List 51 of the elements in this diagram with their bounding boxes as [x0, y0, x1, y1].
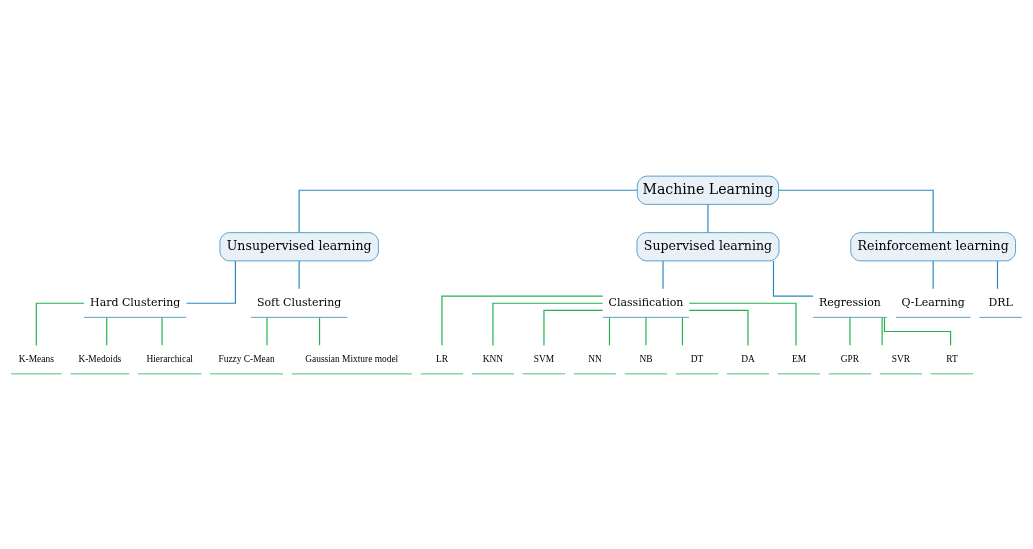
node-text: EM: [791, 353, 807, 364]
connector: [662, 259, 664, 289]
node-text: Hard Clustering: [90, 295, 181, 309]
connector: [185, 259, 236, 304]
connector: [161, 316, 163, 346]
connector: [681, 316, 684, 346]
node-text: RT: [946, 353, 958, 364]
connector: [883, 316, 952, 346]
node-text: DA: [741, 353, 755, 364]
connector: [441, 295, 604, 346]
node-text: Regression: [818, 295, 881, 309]
node-box: Unsupervised learning: [219, 231, 379, 261]
node-text: K-Means: [18, 353, 54, 364]
node-box: Machine Learning: [636, 175, 779, 205]
connector: [492, 302, 604, 346]
node-text: Classification: [608, 295, 684, 309]
node-text: LR: [435, 353, 448, 364]
connector: [266, 316, 268, 346]
connector: [778, 189, 934, 233]
node-text: Fuzzy C-Mean: [218, 353, 275, 364]
node-text: DT: [690, 353, 704, 364]
connector: [35, 302, 85, 346]
connector: [645, 316, 647, 346]
node-text: NN: [588, 353, 602, 364]
node-text: SVR: [891, 353, 911, 364]
connector: [772, 259, 814, 297]
connector: [849, 316, 851, 346]
connector: [298, 189, 638, 233]
connector: [318, 316, 321, 346]
connector: [707, 203, 709, 233]
node-text: NB: [639, 353, 653, 364]
node-text: SVM: [533, 353, 555, 364]
node-text: Hierarchical: [146, 353, 193, 364]
node-text: Q-Learning: [901, 295, 965, 309]
connector: [608, 316, 611, 346]
connector: [932, 259, 934, 289]
node-text: GPR: [840, 353, 860, 364]
connector: [106, 316, 108, 346]
connector: [996, 259, 999, 289]
node-text: KNN: [482, 353, 504, 364]
node-text: Gaussian Mixture model: [305, 353, 399, 364]
connector: [881, 316, 883, 346]
connector: [543, 309, 604, 346]
connector: [298, 259, 300, 289]
node-box: Reinforcement learning: [850, 231, 1016, 261]
node-box: Supervised learning: [636, 231, 780, 261]
connector: [688, 302, 797, 346]
connector: [688, 309, 749, 346]
node-text: K-Medoids: [78, 353, 122, 364]
node-text: DRL: [988, 295, 1013, 309]
node-text: Soft Clustering: [256, 295, 342, 309]
